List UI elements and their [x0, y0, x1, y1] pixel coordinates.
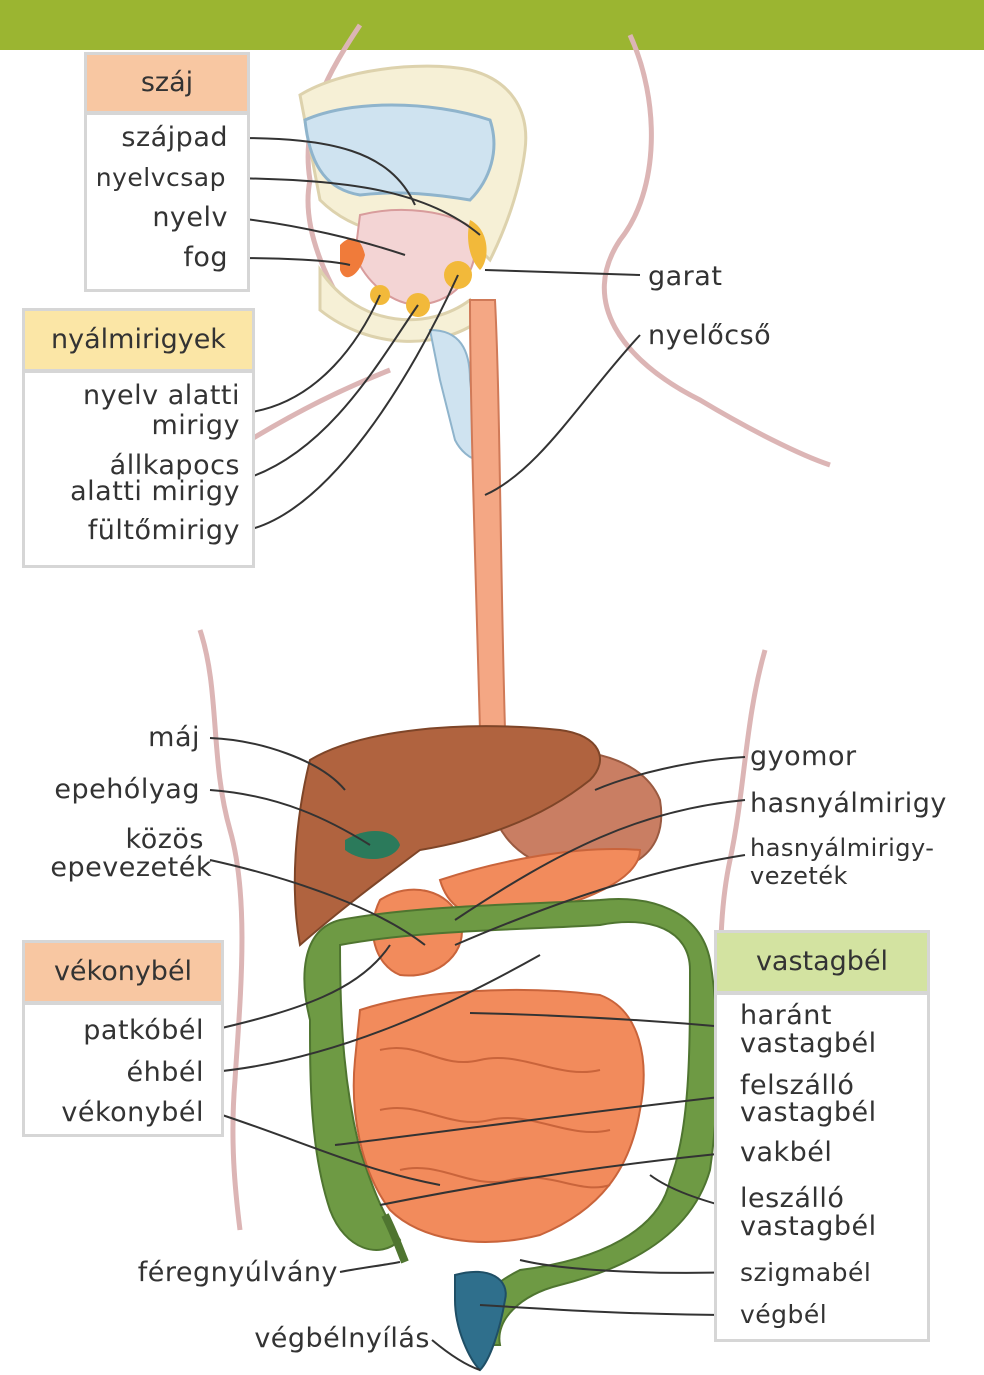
label-hasnyalvezetek-2: vezeték [750, 863, 848, 890]
label-nyelv: nyelv [152, 204, 228, 231]
label-vegbelnyilas: végbélnyílás [254, 1325, 430, 1352]
label-felszallo-2: vastagbél [740, 1099, 877, 1126]
label-garat: garat [648, 263, 722, 290]
label-gyomor: gyomor [750, 743, 857, 770]
torso-left-outline [200, 630, 242, 1230]
label-nyelocso: nyelőcső [648, 322, 771, 349]
group-title-salivary: nyálmirigyek [22, 308, 255, 372]
label-nyelvcsap: nyelvcsap [96, 164, 226, 191]
label-szigmabel: szigmabél [740, 1259, 871, 1286]
label-maj: máj [148, 724, 200, 751]
neck-right-outline [604, 35, 830, 465]
label-fereg: féregnyúlvány [138, 1259, 338, 1286]
label-kozos-1: közös [126, 826, 204, 853]
label-allkapocs-1: állkapocs [110, 452, 240, 479]
label-harant-2: vastagbél [740, 1030, 877, 1057]
leader-vegbel [480, 1305, 738, 1315]
palate [305, 105, 494, 200]
label-harant-1: haránt [740, 1002, 832, 1029]
label-kozos-2: epevezeték [50, 854, 212, 881]
label-vekonybel: vékonybél [61, 1099, 204, 1126]
label-leszallo-2: vastagbél [740, 1213, 877, 1240]
group-title-large-intestine: vastagbél [714, 930, 930, 994]
leader-garat [485, 270, 640, 275]
leader-fog [237, 258, 350, 265]
label-vegbel: végbél [740, 1301, 827, 1328]
label-ehbel: éhbél [127, 1059, 204, 1086]
leader-nyelocso [485, 335, 640, 495]
label-szajpad: szájpad [121, 124, 228, 151]
label-fog: fog [183, 244, 228, 271]
group-title-small-intestine: vékonybél [22, 940, 224, 1004]
rectum [455, 1272, 506, 1370]
label-allkapocs-2: alatti mirigy [70, 478, 240, 505]
label-vakbel: vakbél [740, 1139, 832, 1166]
label-patkobel: patkóbél [83, 1017, 204, 1044]
esophagus [470, 300, 505, 730]
label-hasnyalvezetek-1: hasnyálmirigy- [750, 835, 934, 862]
label-nyelvalatti-1: nyelv alatti [83, 382, 240, 409]
label-leszallo-1: leszálló [740, 1185, 844, 1212]
small-intestine [354, 990, 644, 1242]
leader-fereg [340, 1262, 400, 1272]
label-felszallo-1: felszálló [740, 1072, 854, 1099]
label-epeholyag: epehólyag [54, 776, 200, 803]
group-title-mouth: száj [84, 52, 250, 114]
label-hasnyalmirigy: hasnyálmirigy [750, 790, 947, 817]
label-fultomirigy: fültőmirigy [88, 517, 240, 544]
label-nyelvalatti-2: mirigy [151, 412, 240, 439]
